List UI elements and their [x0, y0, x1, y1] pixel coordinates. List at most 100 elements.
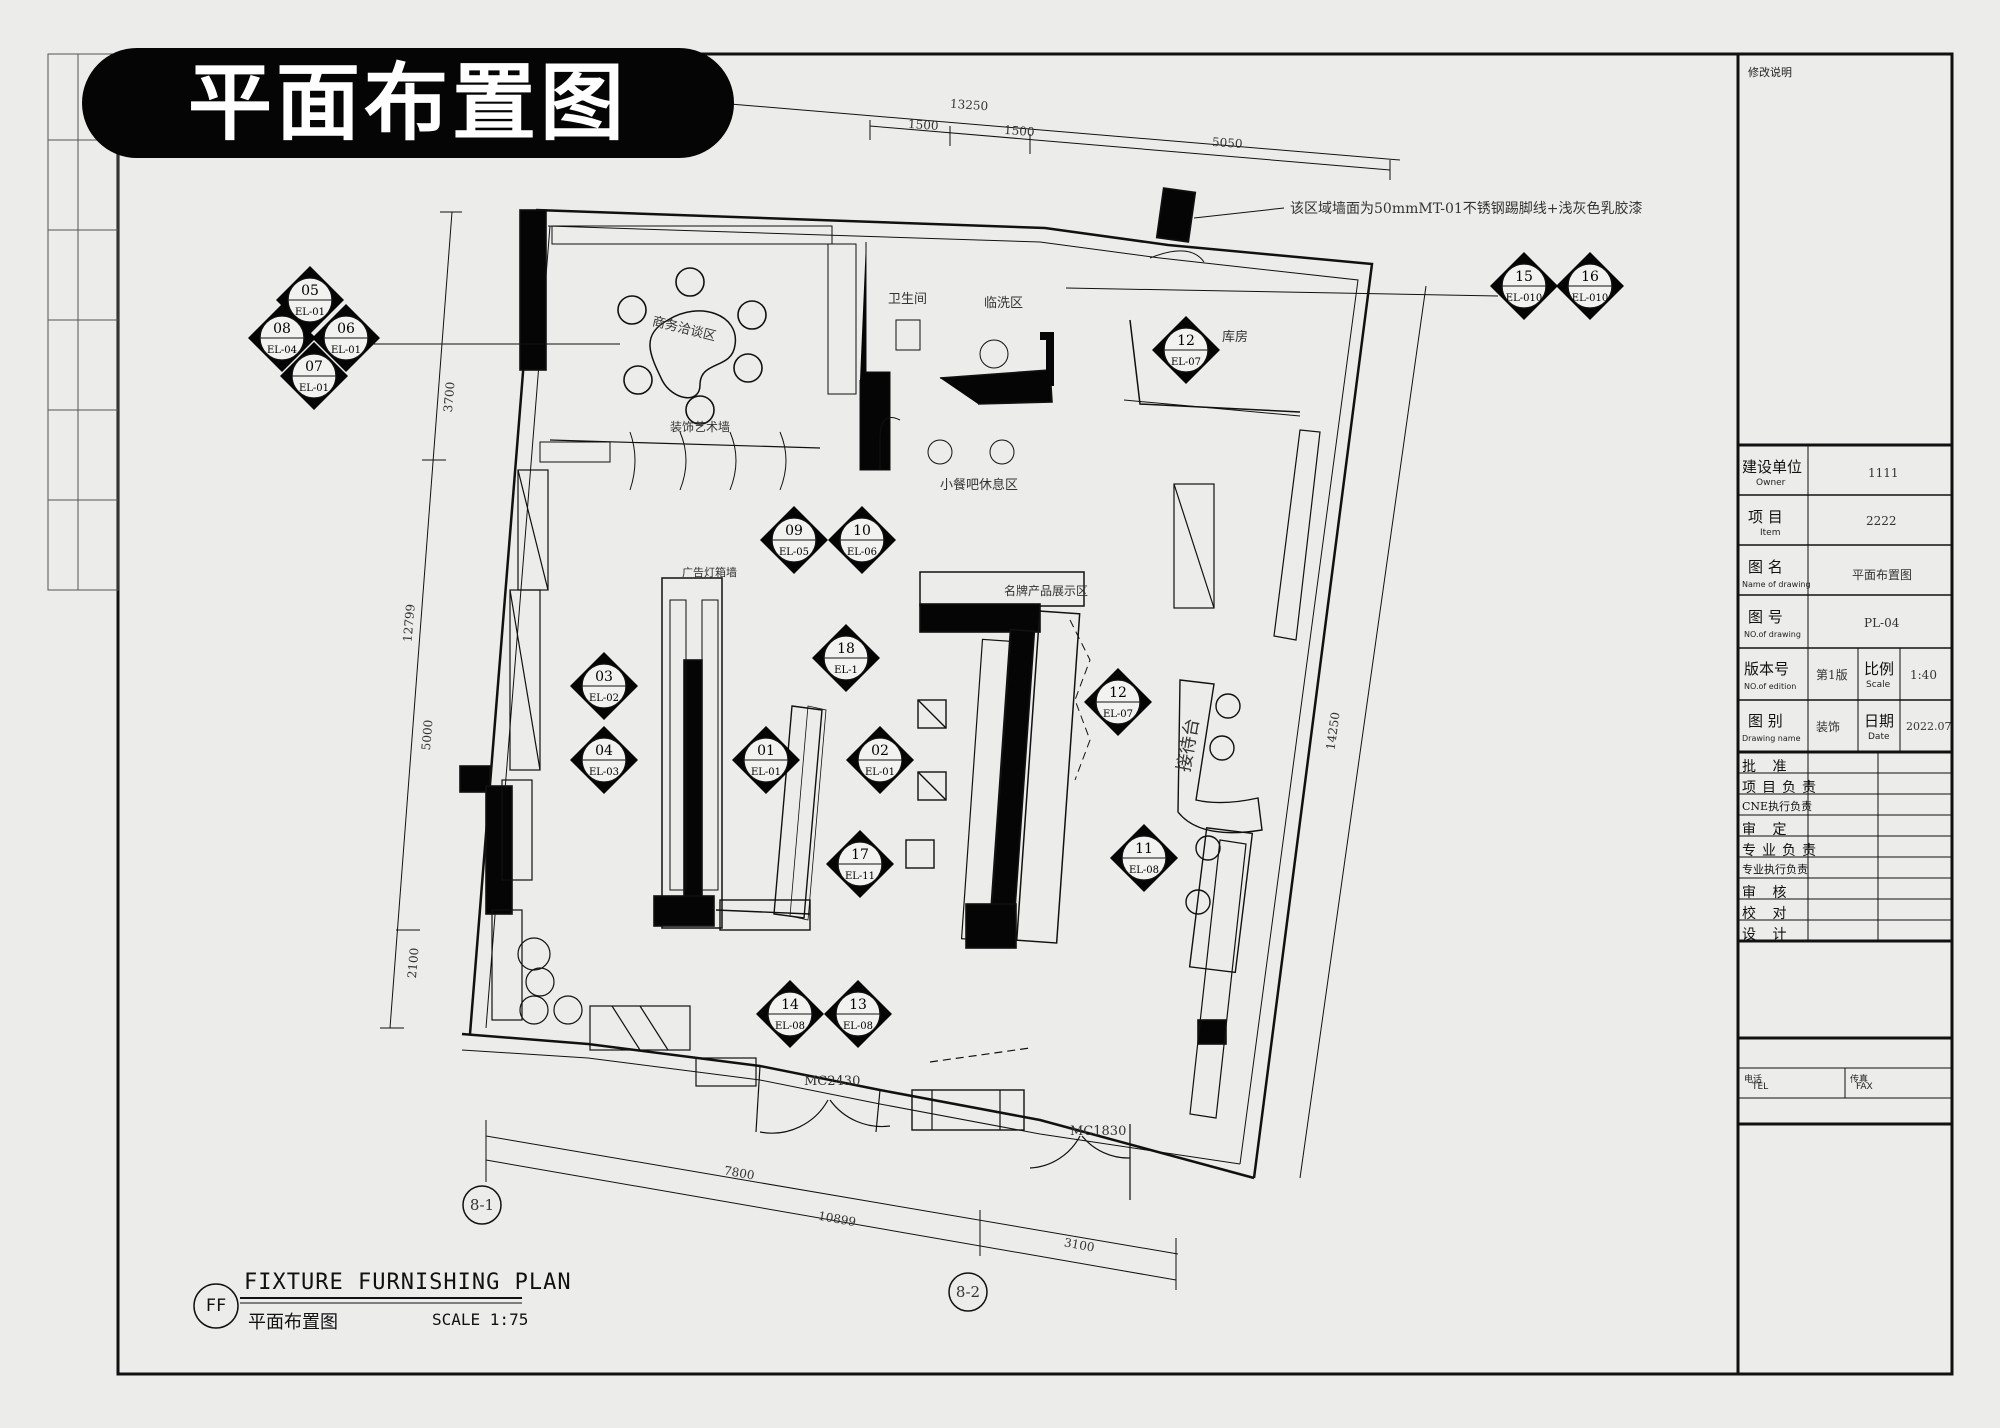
index-marker-number: 18 [837, 641, 855, 657]
scale-value: 1:40 [1910, 668, 1937, 682]
index-marker-number: 10 [853, 523, 871, 539]
edition-value: 第1版 [1816, 668, 1848, 682]
index-marker-number: 01 [757, 743, 775, 759]
item-value: 2222 [1866, 514, 1897, 528]
dim-top-total: 13250 [949, 96, 989, 114]
east-cabinets [1173, 429, 1321, 1119]
column [1197, 1019, 1227, 1045]
index-marker-sheet: EL-07 [1171, 357, 1201, 368]
column [519, 209, 547, 371]
index-marker-number: 17 [851, 847, 869, 863]
type-label-en: Drawing name [1742, 734, 1801, 743]
room-label-toilet: 卫生间 [888, 292, 928, 307]
legend-badge [193, 1283, 239, 1329]
leader-lines [344, 207, 1499, 345]
legend-title-en: FIXTURE FURNISHING PLAN [244, 1270, 572, 1295]
signature-label: 审 定 [1742, 822, 1793, 838]
index-marker-number: 08 [273, 321, 291, 337]
column [485, 785, 513, 915]
scale-label-en: Scale [1866, 680, 1891, 690]
legend-title-cn: 平面布置图 [248, 1312, 338, 1333]
south-wall [461, 1032, 1255, 1180]
title-banner [82, 48, 734, 158]
dim-left-b: 5000 [418, 719, 436, 751]
business-area-furniture [539, 225, 833, 491]
signature-label: 校 对 [1742, 906, 1793, 922]
fax-label-en: FAX [1856, 1082, 1873, 1092]
floor-plan [459, 187, 1374, 1200]
room-label-display: 名牌产品展示区 [1004, 584, 1089, 598]
name-label-cn: 图 名 [1748, 558, 1783, 576]
index-marker-number: 06 [337, 321, 355, 337]
owner-value: 1111 [1868, 466, 1899, 480]
index-marker-number: 15 [1515, 269, 1533, 285]
tel-label: 电话 [1744, 1075, 1763, 1085]
signature-label: 项目负责 [1742, 780, 1822, 796]
signature-label: 批 准 [1742, 759, 1793, 775]
type-value: 装饰 [1816, 720, 1841, 734]
index-marker-sheet: EL-02 [589, 693, 619, 704]
type-label-cn: 图 别 [1748, 712, 1783, 730]
index-marker-sheet: EL-01 [331, 345, 361, 356]
toilet-partition [827, 242, 1054, 471]
dim-top-b: 1500 [1003, 122, 1035, 140]
legend-badge-text: FF [205, 1296, 227, 1316]
title-block-grid [1738, 443, 1952, 1126]
index-marker-number: 07 [305, 359, 323, 375]
index-marker-sheet: EL-01 [299, 383, 329, 394]
index-marker-number: 13 [849, 997, 867, 1013]
index-marker-sheet: EL-1 [834, 665, 858, 676]
date-label-en: Date [1868, 732, 1890, 742]
grid-axes [462, 1185, 988, 1312]
signature-label: 审 核 [1742, 885, 1793, 901]
storage-room [1123, 250, 1301, 417]
signature-label: 设 计 [1742, 927, 1793, 943]
left-revision-strip [47, 53, 119, 591]
grid-axis-bubble [948, 1272, 988, 1312]
index-marker-sheet: EL-08 [843, 1021, 873, 1032]
edition-label-en: NO.of edition [1744, 682, 1797, 691]
name-label-en: Name of drawing [1742, 580, 1811, 589]
index-marker-sheet: EL-010 [1506, 293, 1542, 304]
reception-desk [715, 699, 947, 931]
index-marker-sheet: EL-01 [295, 307, 325, 318]
room-label-storage: 库房 [1222, 330, 1249, 345]
date-label-cn: 日期 [1864, 712, 1895, 730]
cashier-area [1177, 679, 1263, 974]
west-cabinets [491, 469, 549, 1021]
index-marker-number: 12 [1177, 333, 1195, 349]
fax-label: 传真 [1850, 1075, 1869, 1085]
owner-label-en: Owner [1756, 478, 1786, 488]
index-marker-number: 09 [785, 523, 803, 539]
index-marker-sheet: EL-06 [847, 547, 877, 558]
door-label-b: MC1830 [1070, 1124, 1127, 1139]
tall-shelf [1173, 483, 1215, 609]
index-marker-sheet: EL-11 [845, 871, 875, 882]
signature-label: CNE执行负责 [1742, 800, 1813, 813]
tel-label-en: TEL [1752, 1082, 1769, 1092]
edition-label-cn: 版本号 [1744, 660, 1790, 678]
index-marker-number: 05 [301, 283, 319, 299]
door-label-a: MC2430 [804, 1074, 861, 1089]
column [459, 765, 491, 793]
no-label-en: NO.of drawing [1744, 630, 1801, 639]
name-value: 平面布置图 [1852, 568, 1913, 582]
dim-top-a: 1500 [907, 116, 939, 134]
index-marker-sheet: EL-03 [589, 767, 619, 778]
dim-left-c: 2100 [404, 947, 422, 979]
grid-axis-label: 8-2 [955, 1283, 981, 1301]
outer-wall [535, 208, 1374, 1179]
index-marker-sheet: EL-08 [775, 1021, 805, 1032]
